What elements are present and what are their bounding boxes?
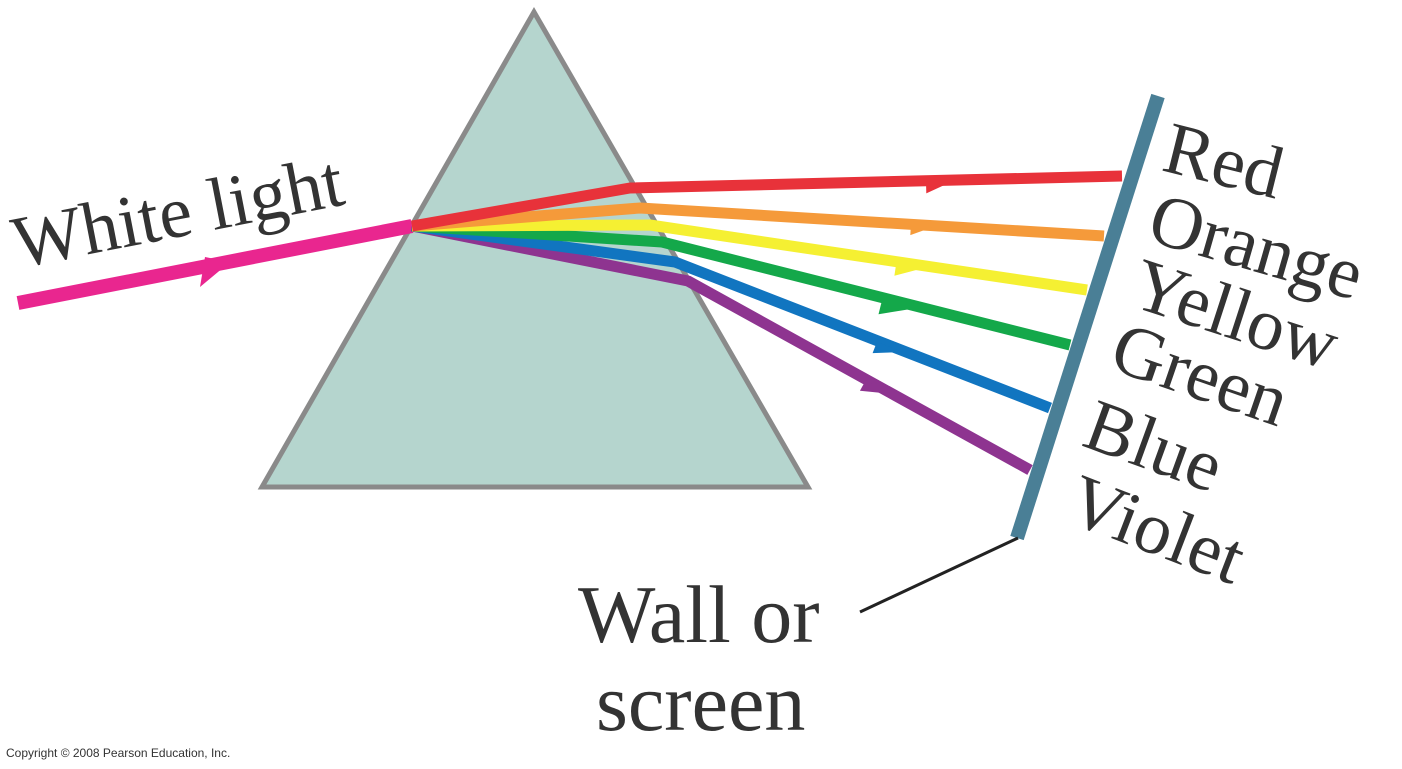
white-light-arrowhead <box>200 257 230 287</box>
wall-label-leader-line <box>859 536 1019 614</box>
green-beam <box>411 220 1072 351</box>
green-beam-arrowhead <box>878 302 909 315</box>
red-beam-arrowhead <box>926 180 954 194</box>
orange-beam-arrowhead <box>910 223 939 236</box>
wall-label-line-1: Wall or <box>578 569 820 660</box>
white-light-label: White light <box>6 140 351 284</box>
wall-screen <box>1010 93 1165 541</box>
violet-beam-arrowhead <box>859 380 891 394</box>
copyright-notice: Copyright © 2008 Pearson Education, Inc. <box>6 746 230 760</box>
orange-beam <box>411 202 1105 242</box>
wall-label-line-2: screen <box>596 657 805 748</box>
violet-beam <box>410 220 1033 475</box>
blue-beam-arrowhead <box>872 341 904 354</box>
yellow-beam-arrowhead <box>894 263 924 276</box>
blue-beam <box>411 220 1052 414</box>
red-beam <box>411 170 1123 232</box>
yellow-beam <box>411 219 1088 296</box>
dispersed-beams <box>410 170 1123 475</box>
